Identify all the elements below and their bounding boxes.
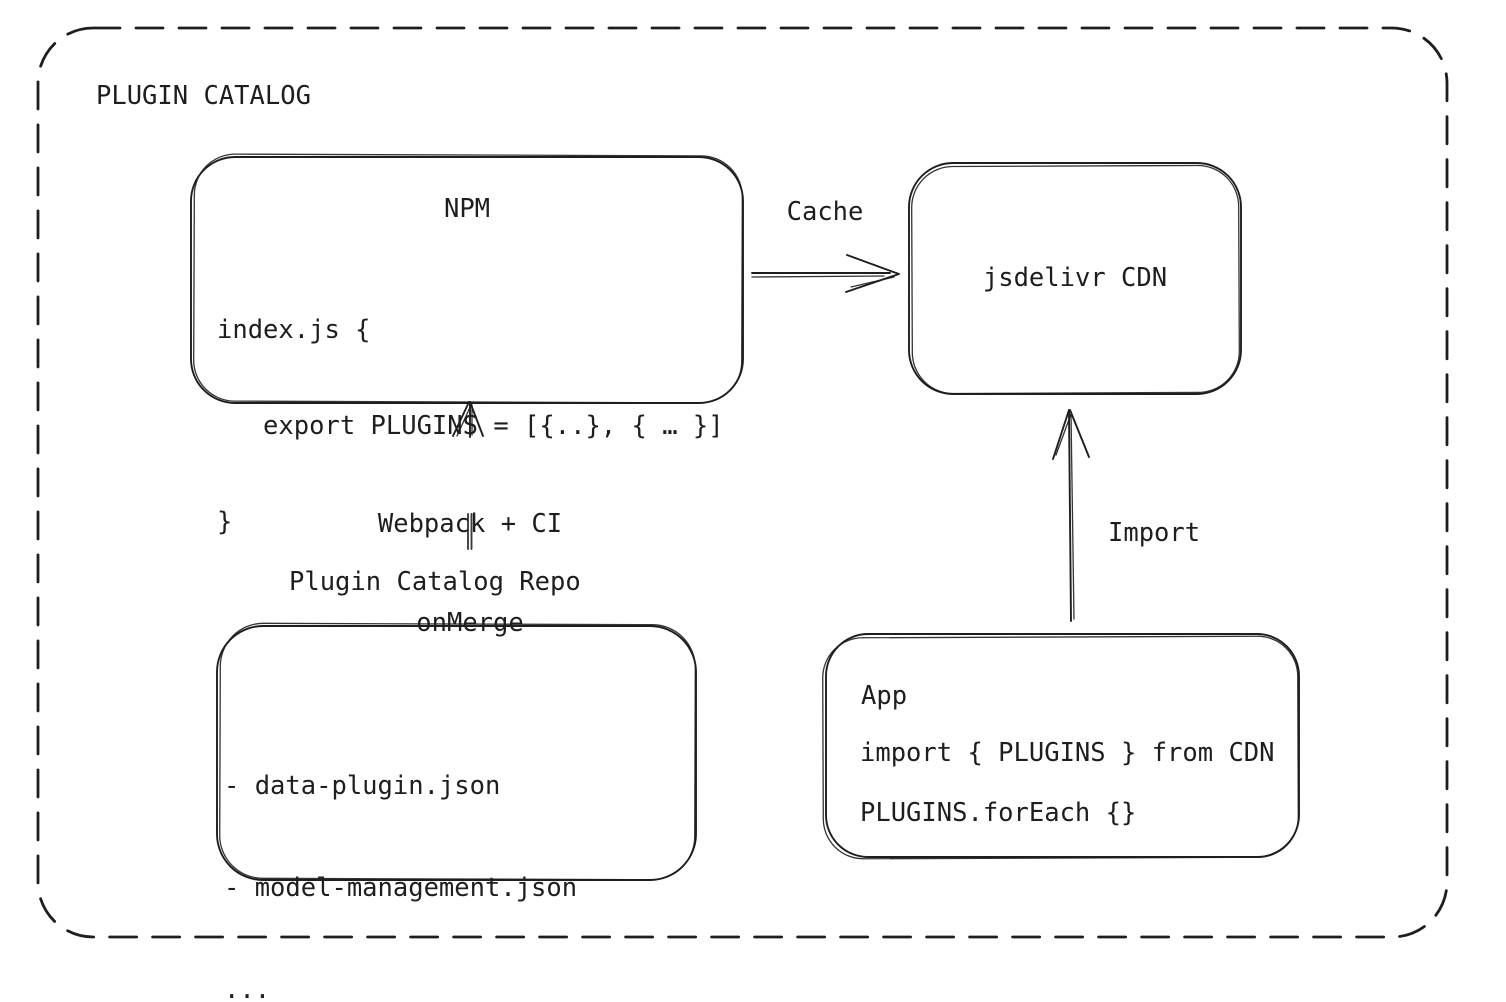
cache-arrow-label: Cache <box>786 197 864 227</box>
import-arrow <box>1052 409 1090 622</box>
cdn-box <box>908 162 1242 395</box>
app-box-title: App <box>861 681 908 711</box>
import-arrow-label: Import <box>1108 518 1201 548</box>
webpack-arrow <box>452 401 484 438</box>
npm-box-title: NPM <box>443 194 491 224</box>
app-code-line: PLUGINS.forEach {} <box>860 798 1137 828</box>
repo-file-item: ... <box>224 975 271 1002</box>
repo-file-item: - model-management.json <box>224 873 578 903</box>
npm-code-block: index.js { export PLUGINS = [{..}, { … }… <box>217 250 724 602</box>
npm-code-line: export PLUGINS = [{..}, { … }] <box>217 411 724 441</box>
catalog-title: PLUGIN CATALOG <box>96 81 311 111</box>
repo-box <box>216 622 697 881</box>
npm-code-line: index.js { <box>217 315 371 345</box>
catalog-boundary-box <box>36 26 1449 939</box>
npm-code-line: } <box>217 507 233 537</box>
app-box <box>822 633 1300 860</box>
cdn-box-label: jsdelivr CDN <box>982 263 1168 293</box>
npm-box <box>190 153 744 404</box>
repo-box-label: Plugin Catalog Repo <box>289 567 581 597</box>
repo-file-list: - data-plugin.json - model-management.js… <box>224 701 577 1002</box>
build-arrow-label-line: onMerge <box>416 608 524 638</box>
build-arrow-label: Webpack + CI onMerge <box>330 442 610 706</box>
build-arrow-label-line: Webpack + CI <box>377 509 563 539</box>
app-code-line: import { PLUGINS } from CDN <box>860 738 1275 768</box>
repo-connector-line <box>467 513 473 550</box>
repo-file-item: - data-plugin.json <box>224 771 501 801</box>
cache-arrow <box>751 254 900 293</box>
